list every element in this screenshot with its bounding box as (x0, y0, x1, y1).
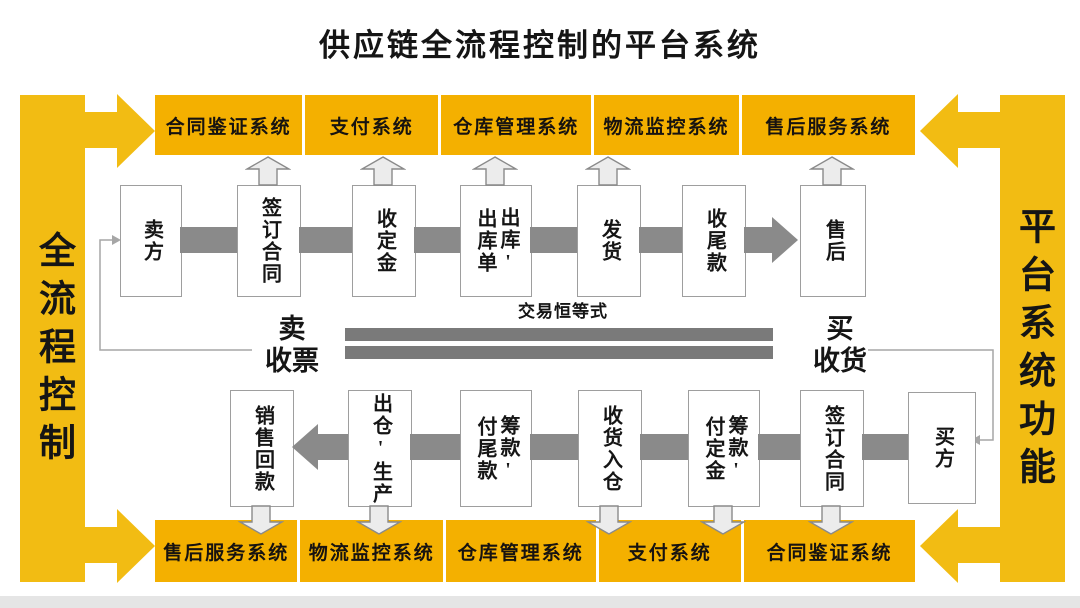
system-box-payment-top: 支付系统 (305, 95, 439, 155)
down-arrow-icon (586, 505, 632, 535)
aftersales-box: 售后 (800, 185, 866, 297)
equals-bar-top (345, 328, 773, 341)
left-arrowhead-icon (292, 424, 318, 470)
outbound-box: 出库单 出库' (460, 185, 532, 297)
down-arrow-icon (700, 505, 746, 535)
right-top-arrow-icon (920, 94, 958, 168)
right-bottom-arrow-stem (958, 527, 1000, 563)
system-box-contract-top: 合同鉴证系统 (155, 95, 303, 155)
ship-goods-box: 发货 (577, 185, 641, 297)
left-banner-label: 全流程控制 (32, 230, 74, 471)
sign-contract-box-upper: 签订合同 (237, 185, 301, 297)
connector-lower-6 (862, 434, 908, 460)
left-top-arrow-icon (117, 94, 155, 168)
seller-note-line1: 卖 (278, 314, 306, 344)
down-arrow-icon (808, 505, 854, 535)
connector-upper-1 (180, 227, 237, 253)
outbound-order-label: 出库单 (474, 208, 496, 274)
top-system-row: 合同鉴证系统 支付系统 仓库管理系统 物流监控系统 售后服务系统 (155, 95, 915, 155)
system-box-warehouse-bottom: 仓库管理系统 (445, 520, 596, 582)
aftersales-label: 售后 (822, 219, 845, 263)
pay-deposit-label: 付定金 (702, 415, 724, 482)
system-box-warehouse-top: 仓库管理系统 (441, 95, 592, 155)
connector-upper-2 (299, 227, 352, 253)
receive-balance-box: 收尾款 (682, 185, 746, 297)
raise-funds-label-1: 筹款' (497, 414, 519, 483)
out-warehouse-production-box: 出仓'生产 (348, 390, 412, 507)
connector-lower-4 (640, 434, 688, 460)
sales-collection-box: 销售回款 (230, 390, 294, 507)
right-banner-label: 平台系统功能 (1012, 206, 1054, 495)
receive-deposit-label: 收定金 (373, 208, 396, 274)
sales-collection-label: 销售回款 (251, 404, 274, 493)
sign-contract-label-upper: 签订合同 (258, 197, 281, 285)
system-box-aftersales-top: 售后服务系统 (741, 95, 915, 155)
page-title: 供应链全流程控制的平台系统 (319, 28, 761, 63)
up-arrow-icon (809, 156, 855, 186)
right-banner: 平台系统功能 (1000, 95, 1065, 582)
up-arrow-icon (472, 156, 518, 186)
receive-balance-label: 收尾款 (703, 208, 726, 274)
right-bottom-arrow-icon (920, 509, 958, 583)
ship-goods-label: 发货 (598, 219, 621, 263)
right-top-arrow-stem (958, 112, 1000, 148)
down-arrow-icon (356, 505, 402, 535)
down-arrow-icon (238, 505, 284, 535)
raise-funds-pay-balance-box: 付尾款 筹款' (460, 390, 532, 507)
raise-funds-pay-deposit-box: 付定金 筹款' (688, 390, 760, 507)
left-bottom-arrow-stem (85, 527, 119, 563)
bottom-edge-strip (0, 596, 1080, 608)
left-banner: 全流程控制 (20, 95, 85, 582)
connector-upper-3 (414, 227, 460, 253)
buyer-note-line1: 买 (826, 314, 854, 344)
outbound-label: 出库' (497, 207, 519, 275)
buyer-box-label: 买方 (931, 426, 954, 470)
seller-receives-invoice-note: 卖 收票 (242, 313, 342, 378)
buyer-note-line2: 收货 (813, 346, 867, 377)
connector-upper-6 (744, 227, 774, 253)
bottom-system-row: 售后服务系统 物流监控系统 仓库管理系统 支付系统 合同鉴证系统 (155, 520, 915, 582)
up-arrow-icon (585, 156, 631, 186)
up-arrow-icon (360, 156, 406, 186)
system-box-aftersales-bottom: 售后服务系统 (155, 520, 298, 582)
seller-note-line2: 收票 (265, 346, 319, 377)
receive-deposit-box: 收定金 (352, 185, 416, 297)
transaction-identity-label: 交易恒等式 (518, 302, 608, 321)
equals-bar-bottom (345, 346, 773, 359)
right-arrowhead-icon (772, 217, 798, 263)
connector-lower-1 (316, 434, 348, 460)
connector-lower-3 (530, 434, 578, 460)
connector-lower-5 (758, 434, 800, 460)
raise-funds-label-2: 筹款' (725, 414, 747, 483)
out-warehouse-production-label: 出仓'生产 (369, 392, 392, 505)
up-arrow-icon (245, 156, 291, 186)
pay-balance-label: 付尾款 (474, 415, 496, 482)
left-top-arrow-stem (85, 112, 119, 148)
buyer-receives-goods-note: 买 收货 (790, 313, 890, 378)
seller-box-label: 卖方 (140, 219, 163, 263)
receive-goods-inbound-box: 收货入仓 (578, 390, 642, 507)
connector-upper-5 (639, 227, 682, 253)
connector-lower-2 (410, 434, 460, 460)
sign-contract-label-lower: 签订合同 (821, 404, 844, 493)
left-bottom-arrow-icon (117, 509, 155, 583)
system-box-logistics-top: 物流监控系统 (594, 95, 739, 155)
connector-upper-4 (530, 227, 577, 253)
seller-box: 卖方 (120, 185, 182, 297)
buyer-box: 买方 (908, 392, 976, 504)
receive-goods-inbound-label: 收货入仓 (599, 404, 622, 493)
sign-contract-box-lower: 签订合同 (800, 390, 864, 507)
